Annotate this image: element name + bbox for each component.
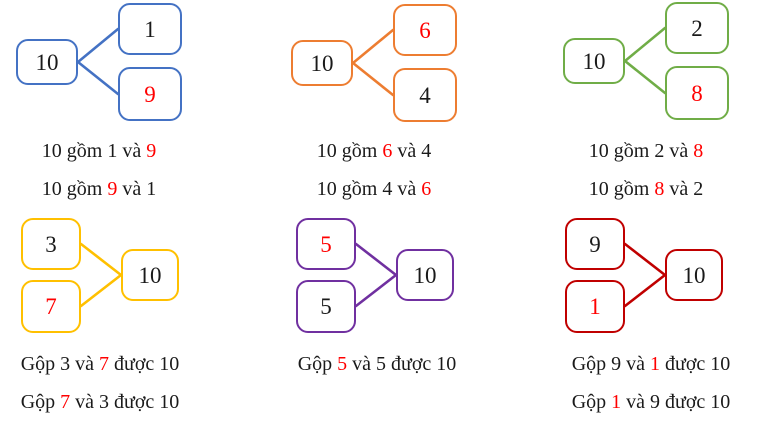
whole-value: 10 <box>682 262 706 288</box>
whole-value: 10 <box>413 262 437 288</box>
part-box-bottom: 4 <box>393 68 457 122</box>
bond-split-1-9: 10 1 9 <box>16 3 182 121</box>
caption-pre: Gộp <box>297 352 338 375</box>
part-value: 9 <box>589 231 601 257</box>
caption-line: Gộp 1 và 9 được 10 <box>551 383 751 421</box>
part-value: 1 <box>144 16 156 42</box>
part-box-top: 2 <box>665 2 729 54</box>
caption-post: và 2 <box>664 177 704 200</box>
captions-merge-3-7: Gộp 3 và 7 được 10 Gộp 7 và 3 được 10 <box>0 345 200 421</box>
caption-line: 10 gồm 9 và 1 <box>16 170 182 208</box>
caption-red-number: 1 <box>650 352 661 375</box>
caption-red-number: 6 <box>421 177 432 200</box>
caption-red-number: 7 <box>60 390 71 413</box>
caption-red-number: 8 <box>654 177 665 200</box>
part-value: 2 <box>691 15 703 41</box>
caption-post: được 10 <box>109 352 180 375</box>
whole-box: 10 <box>563 38 625 84</box>
caption-post: và 5 được 10 <box>347 352 457 375</box>
caption-red-number: 8 <box>693 139 704 162</box>
part-value: 9 <box>144 81 156 107</box>
whole-value: 10 <box>35 49 59 75</box>
connector-lines <box>623 26 667 95</box>
caption-pre: 10 gồm 4 và <box>316 177 422 200</box>
part-value: 5 <box>320 294 332 319</box>
caption-post: và 4 <box>392 139 432 162</box>
bond-merge-3-7: 3 7 10 <box>21 218 179 334</box>
caption-pre: 10 gồm <box>588 177 655 200</box>
caption-red-number: 5 <box>337 352 348 375</box>
captions-merge-5-5: Gộp 5 và 5 được 10 <box>277 345 477 383</box>
caption-post: và 1 <box>117 177 157 200</box>
connector-lines <box>76 27 120 96</box>
caption-pre: Gộp 3 và <box>20 352 100 375</box>
caption-red-number: 9 <box>107 177 118 200</box>
bond-split-6-4: 10 6 4 <box>291 4 457 122</box>
captions-split-1-9: 10 gồm 1 và 9 10 gồm 9 và 1 <box>16 132 182 208</box>
part-box-top: 1 <box>118 3 182 55</box>
caption-line: 10 gồm 1 và 9 <box>16 132 182 170</box>
caption-red-number: 1 <box>611 390 622 413</box>
caption-post: và 3 được 10 <box>70 390 180 413</box>
caption-pre: Gộp 9 và <box>571 352 651 375</box>
connector-lines <box>623 242 667 308</box>
caption-pre: 10 gồm <box>41 177 108 200</box>
whole-value: 10 <box>310 50 334 76</box>
part-value: 4 <box>419 82 431 108</box>
part-box-bottom: 1 <box>565 280 625 333</box>
caption-line: Gộp 5 và 5 được 10 <box>277 345 477 383</box>
part-box-bottom: 9 <box>118 67 182 121</box>
caption-red-number: 7 <box>99 352 110 375</box>
caption-post: và 9 được 10 <box>621 390 731 413</box>
caption-post: được 10 <box>660 352 731 375</box>
caption-line: 10 gồm 4 và 6 <box>291 170 457 208</box>
part-box-top: 5 <box>296 218 356 270</box>
whole-box: 10 <box>121 249 179 301</box>
whole-value: 10 <box>582 48 606 74</box>
bond-merge-9-1: 9 1 10 <box>565 218 723 334</box>
caption-line: 10 gồm 2 và 8 <box>563 132 729 170</box>
connector-lines <box>79 242 123 308</box>
connector-lines <box>351 28 395 97</box>
part-box-top: 9 <box>565 218 625 270</box>
caption-red-number: 6 <box>382 139 393 162</box>
caption-pre: Gộp <box>20 390 61 413</box>
whole-box: 10 <box>16 39 78 85</box>
connector-lines <box>354 242 398 308</box>
part-value: 5 <box>320 231 332 257</box>
whole-box: 10 <box>665 249 723 301</box>
caption-pre: 10 gồm 1 và <box>41 139 147 162</box>
caption-pre: Gộp <box>571 390 612 413</box>
caption-pre: 10 gồm 2 và <box>588 139 694 162</box>
bond-merge-5-5: 5 5 10 <box>296 218 454 334</box>
bond-split-2-8: 10 2 8 <box>563 2 729 120</box>
whole-box: 10 <box>291 40 353 86</box>
part-value: 6 <box>419 17 431 43</box>
part-value: 8 <box>691 80 703 106</box>
caption-line: 10 gồm 8 và 2 <box>563 170 729 208</box>
part-box-top: 6 <box>393 4 457 56</box>
whole-box: 10 <box>396 249 454 301</box>
caption-line: Gộp 3 và 7 được 10 <box>0 345 200 383</box>
captions-merge-9-1: Gộp 9 và 1 được 10 Gộp 1 và 9 được 10 <box>551 345 751 421</box>
captions-split-2-8: 10 gồm 2 và 8 10 gồm 8 và 2 <box>563 132 729 208</box>
caption-line: 10 gồm 6 và 4 <box>291 132 457 170</box>
part-value: 7 <box>45 294 57 319</box>
part-box-top: 3 <box>21 218 81 270</box>
part-value: 1 <box>589 294 601 319</box>
captions-split-6-4: 10 gồm 6 và 4 10 gồm 4 và 6 <box>291 132 457 208</box>
part-value: 3 <box>45 231 57 257</box>
caption-red-number: 9 <box>146 139 157 162</box>
part-box-bottom: 7 <box>21 280 81 333</box>
part-box-bottom: 5 <box>296 280 356 333</box>
part-box-bottom: 8 <box>665 66 729 120</box>
caption-pre: 10 gồm <box>316 139 383 162</box>
whole-value: 10 <box>138 262 162 288</box>
caption-line: Gộp 9 và 1 được 10 <box>551 345 751 383</box>
caption-line: Gộp 7 và 3 được 10 <box>0 383 200 421</box>
